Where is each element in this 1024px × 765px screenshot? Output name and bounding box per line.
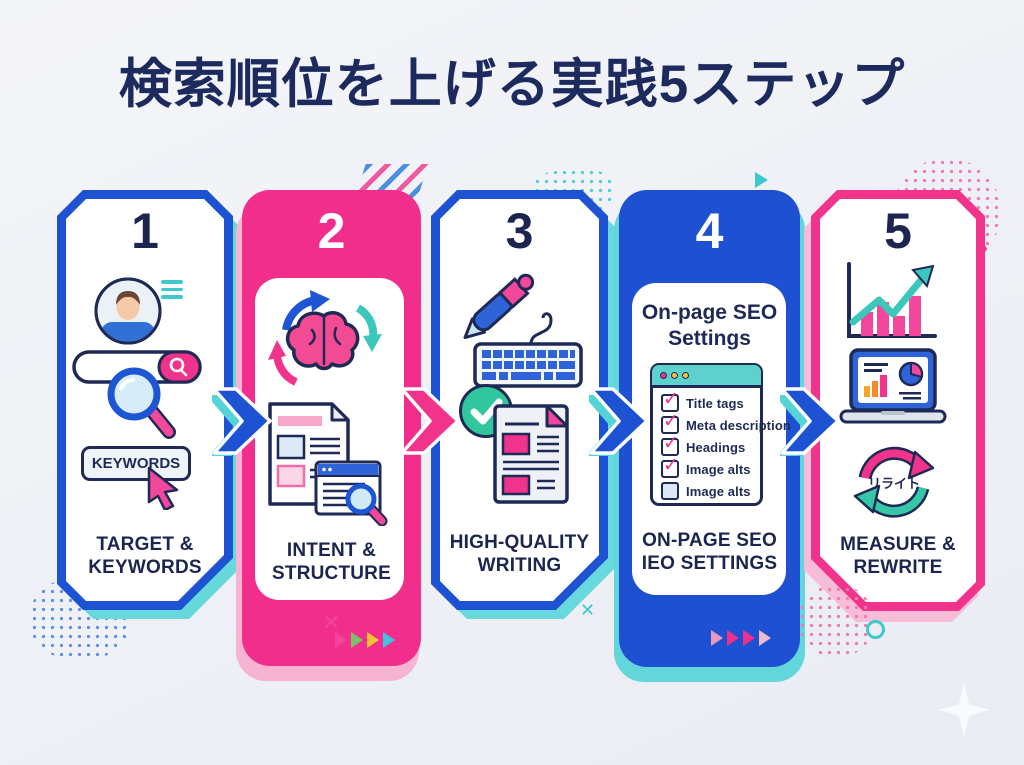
chevron-arrows-decoration — [711, 630, 771, 646]
pink-x-decoration: ✕ — [322, 610, 341, 635]
window-dot-icon — [671, 371, 678, 379]
article-document-icon — [493, 404, 569, 504]
window-dot-icon — [682, 371, 689, 379]
window-dot-icon — [660, 371, 667, 379]
step-number: 5 — [884, 203, 912, 259]
search-bar-icon — [72, 350, 202, 439]
pink-chevron-decoration: › — [980, 234, 988, 261]
arrow-step3-to-step4-icon — [589, 387, 649, 456]
keywords-button: KEYWORDS — [81, 446, 191, 481]
step-label: TARGET &KEYWORDS — [88, 534, 202, 578]
seo-checklist-window: Title tags Meta description Headings Ima… — [650, 363, 791, 506]
step-card-5: 5 リライ — [811, 190, 985, 611]
checklist-item: Image alts — [661, 454, 751, 479]
checklist-item: Meta description — [661, 410, 791, 435]
step-number: 2 — [317, 203, 346, 259]
step-label: MEASURE &REWRITE — [840, 534, 956, 578]
teal-ring-decoration — [866, 620, 885, 639]
checkbox-icon — [661, 454, 679, 478]
arrow-step2-to-step3-icon — [400, 387, 460, 455]
step-number: 3 — [505, 203, 534, 259]
sparkle-decoration — [938, 682, 990, 738]
document-structure-icon — [268, 402, 388, 526]
teal-x-decoration: ✕ — [580, 600, 596, 620]
user-avatar-icon — [94, 277, 162, 345]
step-card-1: 1 KEYWORDS TARGET &KE — [57, 190, 233, 610]
keyboard-icon — [473, 312, 583, 388]
pen-icon — [463, 273, 535, 340]
step-number: 1 — [131, 203, 159, 259]
step-card-3: 3 — [431, 190, 608, 610]
teal-triangle-decoration — [755, 172, 768, 188]
browser-window-bar — [652, 365, 761, 388]
checklist-item: Image alts — [661, 481, 751, 501]
growth-chart-icon — [847, 262, 937, 338]
step-label: INTENT &STRUCTURE — [272, 540, 391, 584]
chevron-arrows-decoration — [335, 632, 395, 648]
menu-lines-icon — [161, 280, 183, 299]
arrow-step4-to-step5-icon — [780, 387, 840, 456]
laptop-analytics-icon — [839, 348, 947, 424]
page-title: 検索順位を上げる実践5ステップ — [118, 55, 906, 114]
checkbox-icon — [661, 482, 679, 500]
checklist-item: Headings — [661, 432, 745, 457]
brain-cycle-icon — [268, 290, 382, 386]
rewrite-cycle-label: リライト — [867, 475, 920, 491]
arrow-step1-to-step2-icon — [212, 387, 272, 456]
pink-dots-decoration-bottom — [798, 585, 873, 657]
rewrite-cycle-icon — [853, 446, 935, 518]
step-number: 4 — [695, 203, 724, 259]
step-card-2: 2 INT — [236, 190, 421, 681]
cursor-icon — [147, 466, 179, 510]
